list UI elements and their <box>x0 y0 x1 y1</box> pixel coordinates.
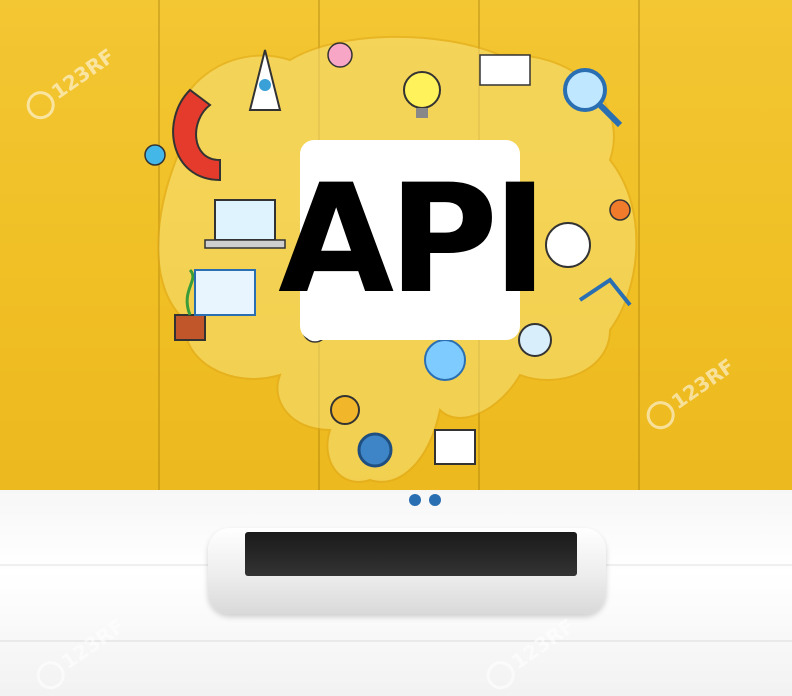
book-icon <box>194 269 256 316</box>
plant-pot-icon <box>174 314 206 341</box>
binary-code-card <box>479 54 531 86</box>
clock-icon <box>518 323 552 357</box>
magnet-icon <box>172 88 221 182</box>
money-bag-icon <box>545 222 591 268</box>
laptop-icon <box>214 199 276 241</box>
lightbulb-icon <box>403 71 441 109</box>
globe-icon <box>424 339 466 381</box>
gear-icon <box>357 432 393 468</box>
magnifier-icon <box>563 68 607 112</box>
api-headline-panel: API <box>278 140 548 340</box>
api-headline: API <box>278 153 548 327</box>
dollar-coin-icon <box>144 144 166 166</box>
robot-icon <box>434 429 476 465</box>
smartphone-screen <box>245 532 577 576</box>
smartphone <box>208 528 606 614</box>
